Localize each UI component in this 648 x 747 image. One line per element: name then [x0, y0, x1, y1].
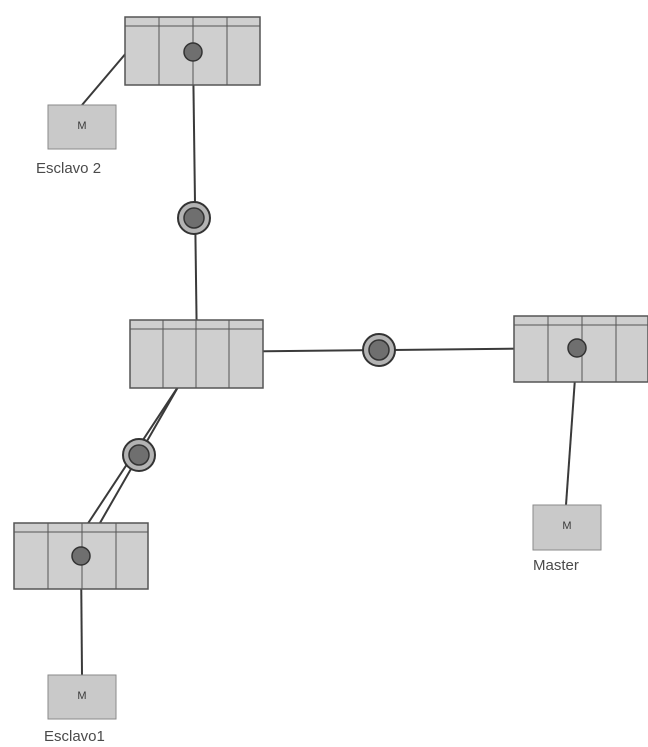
motor-glyph-slave1: M: [77, 690, 87, 702]
motor-box-master: [532, 504, 602, 551]
link-node-vertical: [177, 201, 211, 235]
rack-slave1: [13, 522, 149, 590]
rack-slave2: [124, 16, 261, 86]
label-master: Master: [533, 557, 579, 574]
motor-glyph-master: M: [562, 520, 572, 532]
rack-node-slave2: [183, 42, 203, 62]
motor-glyph-slave2: M: [77, 120, 87, 132]
rack-node-master: [567, 338, 587, 358]
rack-master: [513, 315, 648, 383]
motor-box-slave1: [47, 674, 117, 720]
motor-box-slave2: [47, 104, 117, 150]
link-node-horizontal: [362, 333, 396, 367]
rack-node-slave1: [71, 546, 91, 566]
link-slave2-rack-to-motor: [81, 51, 128, 106]
link-node-diagonal: [122, 438, 156, 472]
label-slave2: Esclavo 2: [36, 160, 102, 177]
label-slave1: Esclavo1: [44, 728, 105, 745]
link-nodes: [122, 201, 396, 472]
rack-hub: [129, 319, 264, 389]
